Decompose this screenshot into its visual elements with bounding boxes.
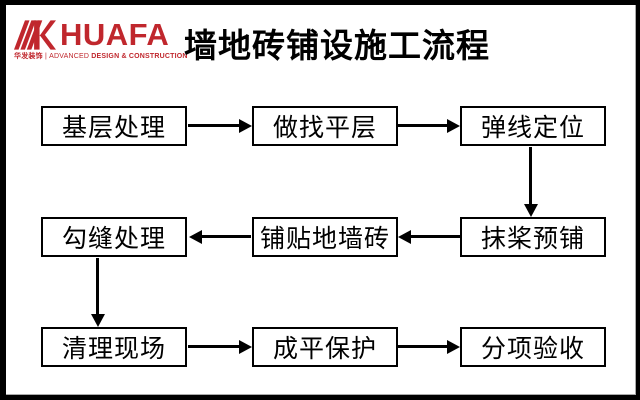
flow-step-snap-line-positioning: 弹线定位	[460, 106, 606, 146]
arrow-head-left-icon	[398, 230, 411, 244]
arrow-head-right-icon	[447, 340, 460, 354]
flow-step-mortar-prelay: 抹桨预铺	[460, 217, 606, 257]
arrow-shaft	[96, 258, 99, 315]
arrow-shaft	[410, 235, 460, 238]
tagline-en-bold: DESIGN & CONSTRUCTION	[91, 53, 188, 60]
arrow-left-1	[398, 230, 460, 244]
arrow-right-2	[398, 119, 460, 133]
arrow-shaft	[398, 124, 449, 127]
logo: HUAFA 华发装饰 | ADVANCED DESIGN & CONSTRUCT…	[14, 17, 187, 61]
arrow-left-2	[189, 230, 251, 244]
arrow-shaft	[188, 124, 241, 127]
flow-step-acceptance: 分项验收	[460, 327, 606, 367]
arrow-shaft	[201, 235, 251, 238]
arrow-head-right-icon	[447, 119, 460, 133]
flow-step-base-treatment: 基层处理	[41, 106, 187, 146]
arrow-head-down-icon	[524, 204, 538, 217]
arrow-right-4	[398, 340, 460, 354]
tagline-en-regular: ADVANCED	[49, 53, 90, 60]
arrow-head-right-icon	[239, 119, 252, 133]
arrow-head-right-icon	[239, 340, 252, 354]
arrow-shaft	[398, 345, 449, 348]
arrow-head-left-icon	[189, 230, 202, 244]
arrow-right-1	[188, 119, 252, 133]
arrow-down-2	[91, 258, 105, 327]
flow-step-leveling-layer: 做找平层	[252, 106, 398, 146]
flow-step-joint-treatment: 勾缝处理	[41, 217, 187, 257]
huafa-k-stripes-icon	[14, 20, 56, 50]
tagline-divider: |	[44, 53, 47, 60]
flow-step-site-cleanup: 清理现场	[41, 327, 187, 367]
brand-name: HUAFA	[60, 17, 170, 52]
tagline-cn: 华发装饰	[14, 53, 43, 60]
flow-step-finished-protection: 成平保护	[252, 327, 398, 367]
page-title: 墙地砖铺设施工流程	[184, 27, 490, 64]
logo-tagline: 华发装饰 | ADVANCED DESIGN & CONSTRUCTION	[14, 52, 187, 61]
arrow-shaft	[529, 147, 532, 205]
flow-step-lay-wall-floor-tiles: 铺贴地墙砖	[252, 217, 398, 257]
arrow-right-3	[188, 340, 252, 354]
arrow-shaft	[188, 345, 241, 348]
arrow-head-down-icon	[91, 314, 105, 327]
logo-row: HUAFA	[14, 17, 179, 52]
arrow-down-1	[524, 147, 538, 217]
